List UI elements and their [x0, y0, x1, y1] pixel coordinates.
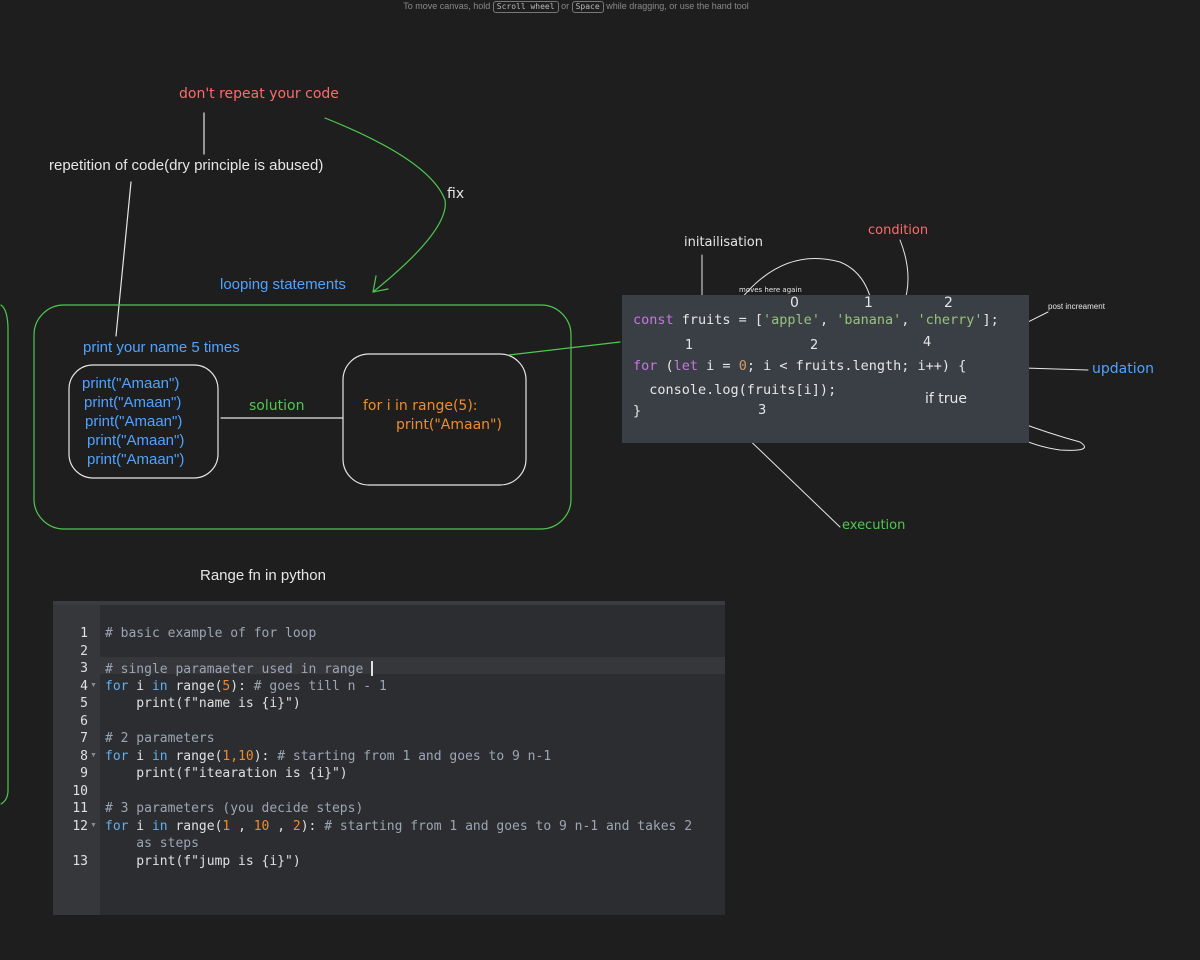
- print-name-title: print your name 5 times: [83, 339, 240, 356]
- fix-note: fix: [447, 186, 465, 202]
- step-3: 3: [758, 403, 767, 418]
- step-1: 1: [685, 338, 694, 353]
- fold-arrow-icon[interactable]: ▼: [90, 752, 97, 759]
- code-line-9: print(f"itearation is {i}"): [105, 766, 348, 781]
- step-2: 2: [810, 338, 819, 353]
- code-line-13: print(f"jump is {i}"): [105, 854, 301, 869]
- solution-box-outline: [342, 353, 527, 486]
- editor-gutter: [53, 605, 100, 915]
- hint-text: To move canvas, hold: [403, 1, 491, 11]
- solution-note: solution: [249, 398, 305, 414]
- line-number: 4: [80, 679, 88, 694]
- line-number: 5: [80, 696, 88, 711]
- dont-repeat-note: don't repeat your code: [179, 86, 339, 102]
- code-line-7: # 2 parameters: [105, 731, 215, 746]
- code-line-5: print(f"name is {i}"): [105, 696, 301, 711]
- repetition-note: repetition of code(dry principle is abus…: [49, 157, 324, 174]
- js-line-2: for (let i = 0; i < fruits.length; i++) …: [633, 358, 967, 374]
- left-frame-edge: [0, 304, 9, 805]
- line-number: 2: [80, 644, 88, 659]
- line-number: 13: [72, 854, 88, 869]
- line-number: 12: [72, 819, 88, 834]
- prints-box-outline: [68, 364, 219, 479]
- execution-label: execution: [842, 518, 906, 533]
- print-line: print("Amaan"): [87, 451, 185, 468]
- line-number: 9: [80, 766, 88, 781]
- js-line-1: const fruits = ['apple', 'banana', 'cher…: [633, 312, 999, 328]
- code-line-11: # 3 parameters (you decide steps): [105, 801, 364, 816]
- fix-arrow: [324, 117, 446, 293]
- initialisation-label: initailisation: [684, 235, 764, 250]
- canvas-hint: To move canvas, hold Scroll wheel or Spa…: [0, 0, 1176, 13]
- js-line-3: console.log(fruits[i]);: [633, 382, 837, 398]
- code-line-1: # basic example of for loop: [105, 626, 317, 641]
- post-increment-label: post increament: [1048, 302, 1105, 311]
- line-number: 8: [80, 749, 88, 764]
- index-1: 1: [864, 295, 873, 311]
- line-number: 7: [80, 731, 88, 746]
- print-line: print("Amaan"): [82, 375, 180, 392]
- loop-frame: [33, 304, 572, 530]
- code-line-4: for i in range(5): # goes till n - 1: [105, 679, 387, 694]
- fold-arrow-icon[interactable]: ▼: [90, 822, 97, 829]
- line-number: 6: [80, 714, 88, 729]
- updation-label: updation: [1092, 361, 1155, 377]
- code-line-12-wrap: as steps: [105, 836, 199, 851]
- active-line-highlight: [100, 657, 725, 674]
- scroll-wheel-key: Scroll wheel: [492, 1, 559, 13]
- moves-here-again-label: moves here again: [739, 286, 802, 294]
- line-number: 11: [72, 801, 88, 816]
- js-code-snippet: 0 1 2 const fruits = ['apple', 'banana',…: [622, 295, 1029, 443]
- print-line: print("Amaan"): [84, 394, 182, 411]
- fix-arrowhead: [372, 275, 389, 293]
- line-number: 10: [72, 784, 88, 799]
- hint-or: or: [561, 1, 570, 11]
- line-number: 1: [80, 626, 88, 641]
- solution-code: for i in range(5): print("Amaan"): [363, 397, 502, 435]
- print-line: print("Amaan"): [87, 432, 185, 449]
- fold-arrow-icon[interactable]: ▼: [90, 682, 97, 689]
- condition-label: condition: [868, 223, 929, 238]
- prints-box: print("Amaan") print("Amaan") print("Ama…: [82, 374, 184, 469]
- hint-suffix: while dragging, or use the hand tool: [606, 1, 749, 11]
- code-line-3: # single paramaeter used in range: [105, 661, 374, 677]
- text-cursor: [371, 661, 374, 676]
- solution-code-line: for i in range(5):: [363, 398, 478, 414]
- connector-repetition: [115, 181, 132, 337]
- space-key: Space: [571, 1, 604, 13]
- code-line-12: for i in range(1 , 10 , 2): # starting f…: [105, 819, 693, 834]
- connector-js: [508, 341, 621, 356]
- line-number: 3: [80, 661, 88, 676]
- range-fn-title: Range fn in python: [200, 567, 326, 584]
- solution-code-line: print("Amaan"): [396, 417, 502, 433]
- index-2: 2: [944, 295, 953, 311]
- print-line: print("Amaan"): [85, 413, 183, 430]
- python-code-editor[interactable]: 1 2 3 4 5 6 7 8 9 10 11 12 13 ▼ ▼ ▼ # ba…: [53, 601, 725, 915]
- js-line-4: }: [633, 403, 642, 419]
- looping-statements-title: looping statements: [220, 276, 346, 293]
- if-true-label: if true: [925, 391, 967, 407]
- step-4: 4: [923, 335, 932, 350]
- index-0: 0: [790, 295, 799, 311]
- code-line-8: for i in range(1,10): # starting from 1 …: [105, 749, 552, 764]
